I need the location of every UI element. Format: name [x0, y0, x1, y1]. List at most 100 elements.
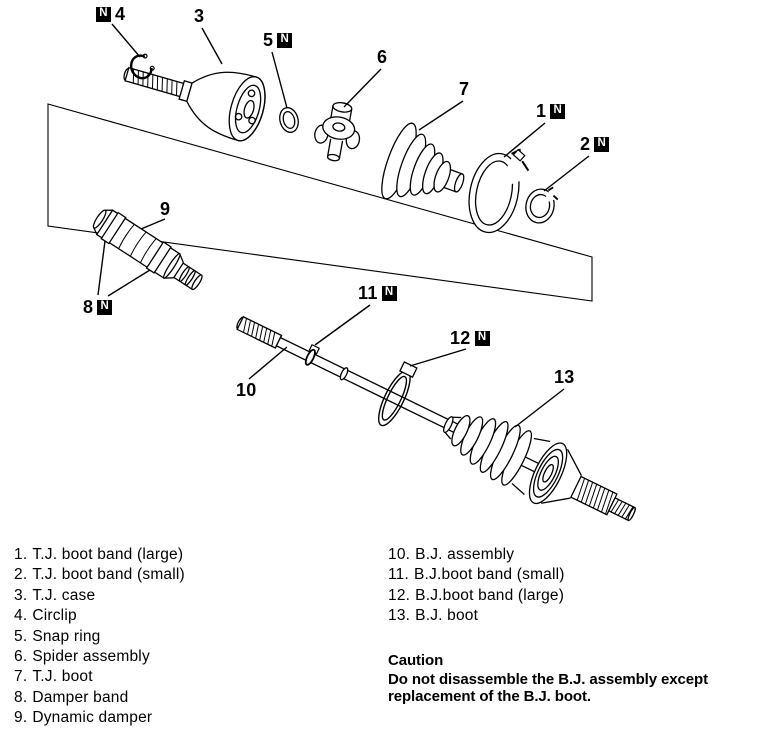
leader-line: [409, 348, 467, 367]
part-number: 10.: [388, 546, 411, 563]
callout-number: 4: [115, 4, 126, 24]
caution-title: Caution: [388, 652, 444, 669]
callout-number: 5: [263, 30, 274, 50]
parts-list-item: 11. B.J.boot band (small): [388, 565, 565, 585]
parts-list-item: 9.Dynamic damper: [14, 708, 185, 728]
callout-5: 5 N: [263, 30, 293, 50]
part-number: 8.: [14, 688, 28, 706]
part-label: Spider assembly: [32, 648, 150, 666]
part-label: Snap ring: [32, 627, 101, 645]
part-number: 3.: [14, 586, 28, 604]
non-reusable-icon: N: [381, 285, 397, 301]
callout-8: 8 N: [83, 297, 113, 317]
caution-line: replacement of the B.J. boot.: [388, 688, 591, 705]
leader-line: [543, 155, 590, 192]
non-reusable-icon: N: [277, 32, 293, 48]
leader-line: [97, 240, 106, 296]
spider-assembly-part: [314, 102, 361, 162]
driveshaft-exploded-diagram: [47, 23, 636, 522]
leader-line: [111, 23, 141, 58]
part-label: T.J. boot band (large): [32, 546, 184, 563]
non-reusable-icon: N: [96, 6, 111, 22]
bj-boot-band-small-part: [304, 343, 321, 366]
callout-number: 3: [194, 6, 205, 26]
callout-number: 6: [377, 47, 388, 67]
parts-list-item: 7.T.J. boot: [14, 667, 185, 687]
parts-list-item: 4.Circlip: [14, 606, 185, 626]
parts-list-item: 10.B.J. assembly: [388, 545, 565, 565]
non-reusable-icon: N: [474, 330, 490, 346]
callout-9: 9: [160, 200, 170, 218]
bj-housing-part: [528, 442, 636, 522]
parts-list-left: 1.T.J. boot band (large) 2.T.J. boot ban…: [14, 545, 185, 729]
caution-note: Caution Do not disassemble the B.J. asse…: [388, 652, 708, 706]
part-number: 2.: [14, 566, 28, 584]
leader-line: [271, 51, 288, 109]
part-number: 7.: [14, 668, 28, 686]
callout-number: 8: [83, 297, 94, 317]
diagram-frame: [47, 103, 593, 302]
parts-list-item: 6.Spider assembly: [14, 647, 185, 667]
parts-list-right: 10.B.J. assembly 11. B.J.boot band (small…: [388, 545, 565, 627]
tj-boot-band-small-part: [525, 185, 562, 224]
leader-line: [107, 269, 151, 297]
leader-line: [343, 68, 382, 108]
callout-number: 1: [536, 101, 547, 121]
part-number: 9.: [14, 709, 28, 727]
callout-number: 11: [358, 283, 378, 303]
part-number: 4.: [14, 607, 28, 625]
callout-number: 12: [450, 328, 471, 348]
part-number: 12.: [388, 586, 411, 604]
parts-list-item: 3.T.J. case: [14, 586, 185, 606]
dynamic-damper-part: [92, 209, 203, 291]
part-label: T.J. boot band (small): [32, 566, 185, 584]
caution-line: Do not disassemble the B.J. assembly exc…: [388, 670, 708, 688]
leader-line: [514, 388, 565, 428]
callout-number: 10: [236, 380, 257, 400]
leader-lines: [97, 23, 590, 428]
leader-line: [140, 218, 166, 230]
bj-boot-part: [443, 415, 551, 495]
bj-assembly-part: [236, 315, 636, 522]
part-number: 13.: [388, 607, 411, 625]
leader-line: [314, 304, 371, 346]
callout-6: 6: [377, 48, 387, 66]
callout-1: 1 N: [536, 101, 566, 121]
leader-line: [248, 346, 288, 380]
snap-ring-part: [279, 107, 299, 133]
part-number: 6.: [14, 648, 28, 666]
part-number: 5.: [14, 627, 28, 645]
part-label: Dynamic damper: [32, 709, 153, 727]
leader-line: [418, 100, 464, 131]
callout-11: 11 N: [358, 284, 397, 302]
part-label: B.J.boot band (small): [414, 566, 565, 584]
part-label: Damper band: [32, 688, 129, 706]
callout-number: 7: [459, 79, 470, 99]
callout-10: 10: [236, 381, 257, 399]
non-reusable-icon: N: [550, 103, 566, 119]
circlip-part: [129, 53, 155, 80]
callout-number: 9: [160, 199, 171, 219]
callout-7: 7: [459, 80, 469, 98]
part-label: B.J. assembly: [415, 546, 515, 563]
parts-list-item: 2.T.J. boot band (small): [14, 565, 185, 585]
callout-number: 2: [580, 134, 591, 154]
tj-boot-band-large-part: [468, 146, 537, 234]
non-reusable-icon: N: [594, 136, 610, 152]
part-number: 1.: [14, 546, 28, 563]
bj-boot-band-large-part: [378, 361, 418, 427]
leader-line: [503, 122, 546, 158]
callout-4: N 4: [96, 5, 125, 23]
parts-list-item: 13.B.J. boot: [388, 606, 565, 626]
leader-line: [201, 27, 223, 65]
part-label: T.J. boot: [32, 668, 93, 686]
part-label: B.J.boot band (large): [415, 586, 565, 604]
parts-list-item: 5.Snap ring: [14, 627, 185, 647]
part-label: Circlip: [32, 607, 77, 625]
callout-number: 13: [554, 367, 575, 387]
non-reusable-icon: N: [97, 299, 113, 315]
callout-12: 12 N: [450, 329, 490, 347]
part-number: 11.: [388, 566, 409, 584]
part-label: T.J. case: [32, 586, 96, 604]
